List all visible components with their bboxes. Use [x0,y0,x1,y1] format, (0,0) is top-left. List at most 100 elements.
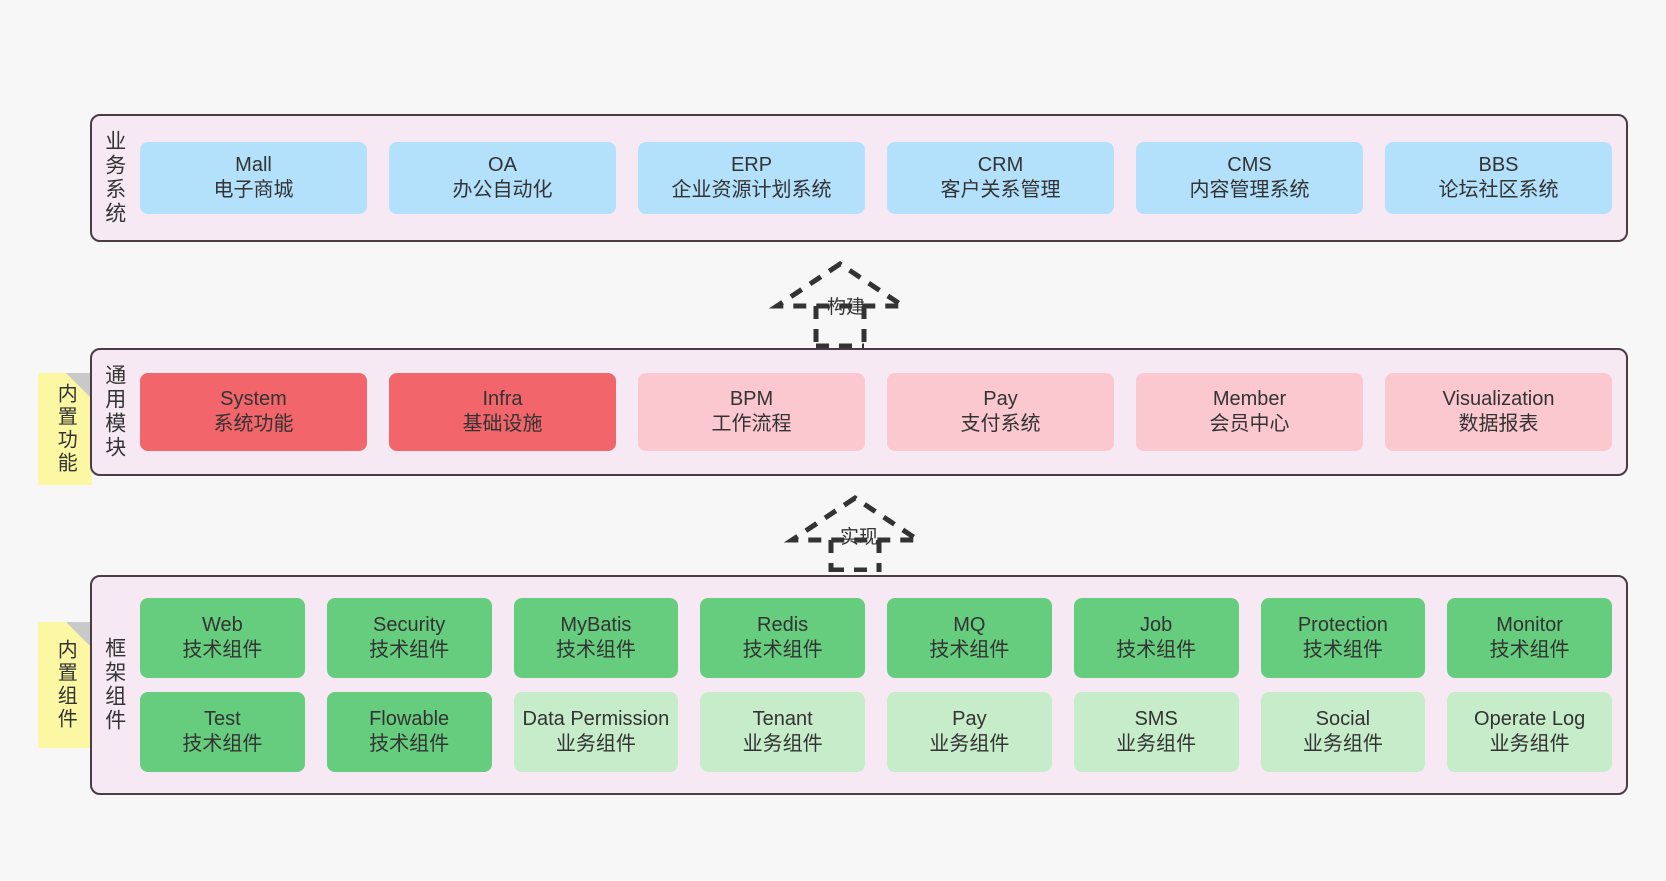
note-builtin-components: 内置组件 [38,622,92,748]
card-protection[interactable]: Protection 技术组件 [1260,598,1426,678]
layer-framework-components: 框架组件 Web 技术组件 Security 技术组件 MyBatis 技术组件… [90,575,1628,795]
card-protection-cn: 技术组件 [1302,639,1383,661]
card-pay-component[interactable]: Pay 业务组件 [887,692,1052,772]
card-erp[interactable]: ERP 企业资源计划系统 [638,142,865,214]
card-security-en: Security [373,614,446,636]
card-protection-en: Protection [1297,614,1388,636]
card-web-cn: 技术组件 [182,639,263,661]
card-crm[interactable]: CRM 客户关系管理 [887,142,1114,214]
card-oa-en: OA [488,154,517,176]
connector-implement-arrow [783,494,927,572]
card-test-cn: 技术组件 [182,733,263,755]
connector-build-label: 构建 [827,297,866,318]
connector-build-arrow [768,260,912,348]
card-member[interactable]: Member 会员中心 [1136,373,1363,451]
card-infra-en: Infra [482,388,523,410]
card-member-cn: 会员中心 [1209,413,1290,435]
card-data-permission[interactable]: Data Permission 业务组件 [513,692,679,772]
card-sms-en: SMS [1134,708,1178,730]
card-oa-cn: 办公自动化 [452,179,553,201]
note-builtin-features: 内置功能 [38,373,92,485]
card-test[interactable]: Test 技术组件 [140,692,305,772]
card-tenant[interactable]: Tenant 业务组件 [700,692,865,772]
card-tenant-en: Tenant [752,708,813,730]
card-system-en: System [220,388,287,410]
layer-business-systems-body: Mall 电子商城 OA 办公自动化 ERP 企业资源计划系统 CRM 客户关系… [136,116,1626,240]
card-pay-module-en: Pay [983,388,1018,410]
card-monitor-en: Monitor [1496,614,1563,636]
card-cms-cn: 内容管理系统 [1189,179,1310,201]
card-cms[interactable]: CMS 内容管理系统 [1136,142,1363,214]
card-sms[interactable]: SMS 业务组件 [1073,692,1239,772]
connector-implement-label: 实现 [840,527,879,548]
card-operate-log-en: Operate Log [1474,708,1586,730]
card-flowable-cn: 技术组件 [369,733,450,755]
card-security[interactable]: Security 技术组件 [326,598,492,678]
layer-business-systems-title: 业务系统 [102,130,126,226]
card-job-en: Job [1140,614,1173,636]
card-bpm[interactable]: BPM 工作流程 [638,373,865,451]
card-operate-log[interactable]: Operate Log 业务组件 [1447,692,1612,772]
card-job[interactable]: Job 技术组件 [1073,598,1239,678]
card-oa[interactable]: OA 办公自动化 [389,142,616,214]
card-mybatis[interactable]: MyBatis 技术组件 [513,598,679,678]
card-redis[interactable]: Redis 技术组件 [700,598,865,678]
card-crm-cn: 客户关系管理 [940,179,1061,201]
card-mybatis-en: MyBatis [560,614,632,636]
card-pay-module-cn: 支付系统 [960,413,1041,435]
card-web-en: Web [201,614,243,636]
card-mybatis-cn: 技术组件 [555,639,636,661]
card-redis-en: Redis [757,614,809,636]
card-mall-en: Mall [235,154,272,176]
card-web[interactable]: Web 技术组件 [140,598,305,678]
card-monitor[interactable]: Monitor 技术组件 [1447,598,1612,678]
layer-framework-components-body: Web 技术组件 Security 技术组件 MyBatis 技术组件 Redi… [136,577,1626,793]
framework-components-row-1: Web 技术组件 Security 技术组件 MyBatis 技术组件 Redi… [140,598,1612,678]
card-mq-en: MQ [953,614,986,636]
card-visualization-en: Visualization [1442,388,1555,410]
card-mq-cn: 技术组件 [929,639,1010,661]
card-redis-cn: 技术组件 [742,639,823,661]
card-mall[interactable]: Mall 电子商城 [140,142,367,214]
framework-components-row-2: Test 技术组件 Flowable 技术组件 Data Permission … [140,692,1612,772]
note-builtin-components-label: 内置组件 [54,639,77,731]
card-social[interactable]: Social 业务组件 [1260,692,1426,772]
card-security-cn: 技术组件 [369,639,450,661]
card-mall-cn: 电子商城 [213,179,294,201]
card-system-cn: 系统功能 [213,413,294,435]
card-test-en: Test [204,708,241,730]
card-data-permission-en: Data Permission [522,708,670,730]
card-tenant-cn: 业务组件 [742,733,823,755]
note-fold-icon [66,622,92,648]
card-pay-component-en: Pay [952,708,987,730]
connector-implement: 实现 [770,492,940,572]
card-visualization-cn: 数据报表 [1458,413,1539,435]
layer-common-modules: 通用模块 System 系统功能 Infra 基础设施 BPM 工作流程 Pay [90,348,1628,476]
card-mq[interactable]: MQ 技术组件 [887,598,1052,678]
card-pay-component-cn: 业务组件 [929,733,1010,755]
card-pay-module[interactable]: Pay 支付系统 [887,373,1114,451]
card-sms-cn: 业务组件 [1116,733,1197,755]
card-bbs-en: BBS [1478,154,1519,176]
layer-framework-components-title: 框架组件 [102,637,126,733]
card-data-permission-cn: 业务组件 [555,733,636,755]
card-bbs[interactable]: BBS 论坛社区系统 [1385,142,1612,214]
card-system[interactable]: System 系统功能 [140,373,367,451]
card-infra[interactable]: Infra 基础设施 [389,373,616,451]
card-social-en: Social [1315,708,1371,730]
card-visualization[interactable]: Visualization 数据报表 [1385,373,1612,451]
layer-common-modules-body: System 系统功能 Infra 基础设施 BPM 工作流程 Pay 支付系统… [136,350,1626,474]
card-erp-cn: 企业资源计划系统 [671,179,832,201]
card-flowable-en: Flowable [369,708,450,730]
note-builtin-features-label: 内置功能 [54,383,77,475]
card-flowable[interactable]: Flowable 技术组件 [326,692,492,772]
business-systems-row: Mall 电子商城 OA 办公自动化 ERP 企业资源计划系统 CRM 客户关系… [140,142,1612,214]
card-infra-cn: 基础设施 [462,413,543,435]
card-bpm-en: BPM [729,388,774,410]
card-crm-en: CRM [977,154,1024,176]
card-erp-en: ERP [730,154,773,176]
card-monitor-cn: 技术组件 [1489,639,1570,661]
card-cms-en: CMS [1227,154,1272,176]
card-member-en: Member [1212,388,1287,410]
card-job-cn: 技术组件 [1116,639,1197,661]
